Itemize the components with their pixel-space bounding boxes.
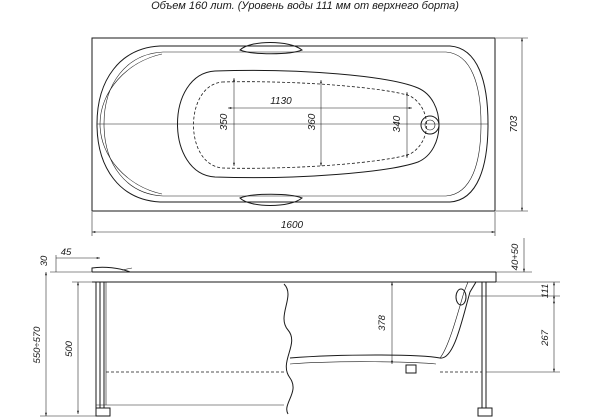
- top-handle: [239, 42, 303, 55]
- bowl-wall-inner: [439, 281, 469, 359]
- dim-1130-label: 1130: [270, 96, 292, 107]
- dim-111-label: 111: [540, 284, 551, 298]
- side-view: 30 45 550÷570 500 378 40+50 111 267: [32, 238, 560, 417]
- dim-30-label: 30: [39, 255, 50, 266]
- outer-bowl-outline: [96, 45, 489, 203]
- dim-703-label: 703: [509, 115, 520, 132]
- top-view-frame: [91, 37, 496, 212]
- dim-378-label: 378: [377, 314, 388, 331]
- right-foot: [477, 407, 493, 417]
- drawing-title: Объем 160 лит. (Уровень воды 111 мм от в…: [151, 0, 459, 12]
- drain-fitting: [405, 364, 417, 374]
- dim-500-label: 500: [64, 340, 75, 357]
- dim-total-label: 550÷570: [32, 326, 43, 364]
- dim-350-label: 350: [219, 113, 230, 130]
- dim-340-label: 340: [392, 115, 403, 132]
- dim-360-label: 360: [307, 113, 318, 130]
- bowl-section: [289, 281, 477, 359]
- drain-inner: [424, 119, 436, 131]
- top-view: 1130 350 360 340 1600 703: [91, 37, 528, 236]
- bowl-bottom-inner: [289, 361, 437, 365]
- bottom-handle: [239, 193, 303, 206]
- inner-basin-outline: [177, 69, 440, 179]
- dim-45-label: 45: [61, 247, 72, 258]
- dim-267-label: 267: [540, 329, 551, 347]
- head-lip-tip: [121, 267, 133, 271]
- overflow-fitting: [455, 288, 467, 306]
- outer-bowl-inner-rim: [103, 51, 482, 197]
- head-lip: [91, 266, 131, 273]
- drain-outer: [420, 115, 440, 135]
- dim-40-50-label: 40+50: [510, 243, 521, 270]
- left-foot: [95, 407, 111, 417]
- dim-1600-label: 1600: [281, 220, 304, 231]
- break-line: [283, 283, 294, 415]
